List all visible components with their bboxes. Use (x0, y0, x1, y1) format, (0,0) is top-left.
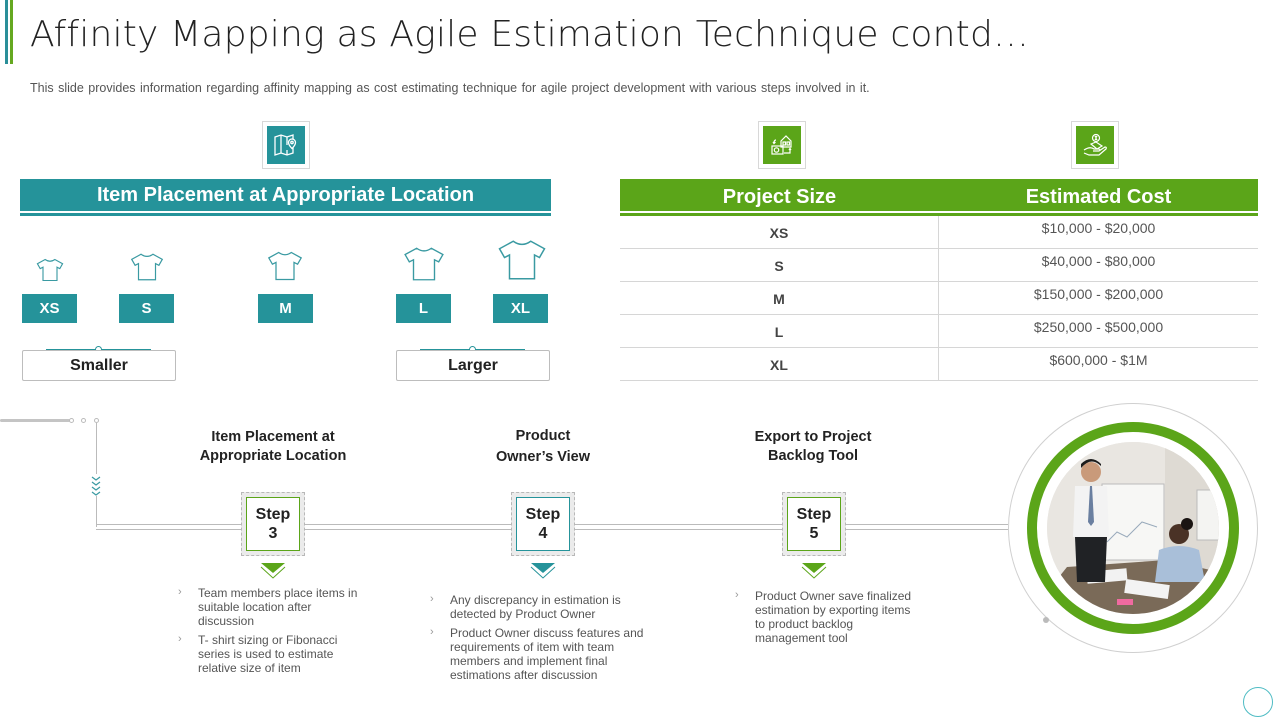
cost-table: XS $10,000 - $20,000 S $40,000 - $80,000… (620, 216, 1258, 381)
table-row: S $40,000 - $80,000 (620, 249, 1258, 282)
table-header-underline (620, 213, 1258, 216)
green-arrow-down-icon (260, 562, 286, 585)
bullet-item: Team members place items in suitable loc… (178, 585, 368, 628)
item-placement-heading: Item Placement at Appropriate Location (20, 179, 551, 211)
header-accent-bar-teal (5, 0, 8, 64)
larger-label: Larger (396, 350, 550, 381)
table-row: XS $10,000 - $20,000 (620, 216, 1258, 249)
step-5-box: Step 5 (782, 492, 846, 556)
step-3-box: Step 3 (241, 492, 305, 556)
timeline-dot (69, 418, 74, 423)
step-3-title: Item Placement at Appropriate Location (199, 429, 347, 464)
smaller-label: Smaller (22, 350, 176, 381)
step-4-title: Product Owner’s View (495, 428, 591, 465)
tshirt-icon (126, 246, 168, 282)
bullet-item: Any discrepancy in estimation is detecte… (430, 592, 660, 621)
map-location-icon-box (262, 121, 310, 169)
slide-nav-circle[interactable] (1243, 687, 1273, 717)
cost-table-header: Project Size Estimated Cost (620, 179, 1258, 211)
step-3-bullets: Team members place items in suitable loc… (178, 585, 368, 680)
cell-size: S (620, 249, 939, 281)
column-header-project-size: Project Size (722, 186, 837, 208)
step-5-bullets: Product Owner save finalized estimation … (735, 588, 915, 650)
cell-cost: $10,000 - $20,000 (1041, 220, 1156, 236)
photo-outer-ring (1008, 403, 1258, 653)
step-4-box: Step 4 (511, 492, 575, 556)
chevrons-down-icon (89, 474, 103, 496)
cell-cost: $150,000 - $200,000 (1033, 286, 1164, 302)
size-tag-s: S (119, 294, 174, 323)
size-tag-l: L (396, 294, 451, 323)
cell-size: L (620, 315, 939, 347)
hand-money-icon-box (1071, 121, 1119, 169)
photo-ring-dot (1043, 617, 1049, 623)
size-tag-xl: XL (493, 294, 548, 323)
cell-size: XS (620, 216, 939, 248)
house-money-exchange-icon (763, 126, 801, 164)
size-tag-m: M (258, 294, 313, 323)
bullet-item: T- shirt sizing or Fibonacci series is u… (178, 632, 368, 675)
bullet-item: Product Owner save finalized estimation … (735, 588, 915, 645)
table-row: M $150,000 - $200,000 (620, 282, 1258, 315)
timeline-dot (94, 418, 99, 423)
step-4-bullets: Any discrepancy in estimation is detecte… (430, 592, 660, 687)
table-row: L $250,000 - $500,000 (620, 315, 1258, 348)
page-subtitle: This slide provides information regardin… (30, 81, 870, 95)
team-meeting-photo (1047, 442, 1219, 614)
size-tag-xs: XS (22, 294, 77, 323)
cell-cost: $600,000 - $1M (1049, 352, 1148, 368)
map-location-icon (267, 126, 305, 164)
timeline-start-bar (0, 419, 70, 422)
step-5-title: Export to Project Backlog Tool (754, 429, 872, 464)
header-accent-bar-green (10, 0, 13, 64)
tshirt-icon (30, 252, 70, 282)
hand-money-icon (1076, 126, 1114, 164)
cell-cost: $40,000 - $80,000 (1041, 253, 1156, 269)
teal-arrow-down-icon (530, 562, 556, 585)
column-header-estimated-cost: Estimated Cost (1025, 186, 1172, 208)
tshirt-icon (400, 240, 448, 282)
table-row: XL $600,000 - $1M (620, 348, 1258, 381)
house-money-exchange-icon-box (758, 121, 806, 169)
cell-size: XL (620, 348, 939, 380)
heading-underline (20, 213, 551, 216)
page-title: Affinity Mapping as Agile Estimation Tec… (30, 14, 1030, 55)
tshirt-icon (263, 244, 307, 282)
green-arrow-down-icon (801, 562, 827, 585)
cell-size: M (620, 282, 939, 314)
bullet-item: Product Owner discuss features and requi… (430, 625, 660, 682)
tshirt-icon (494, 234, 550, 282)
cell-cost: $250,000 - $500,000 (1033, 319, 1164, 335)
timeline-dot (81, 418, 86, 423)
